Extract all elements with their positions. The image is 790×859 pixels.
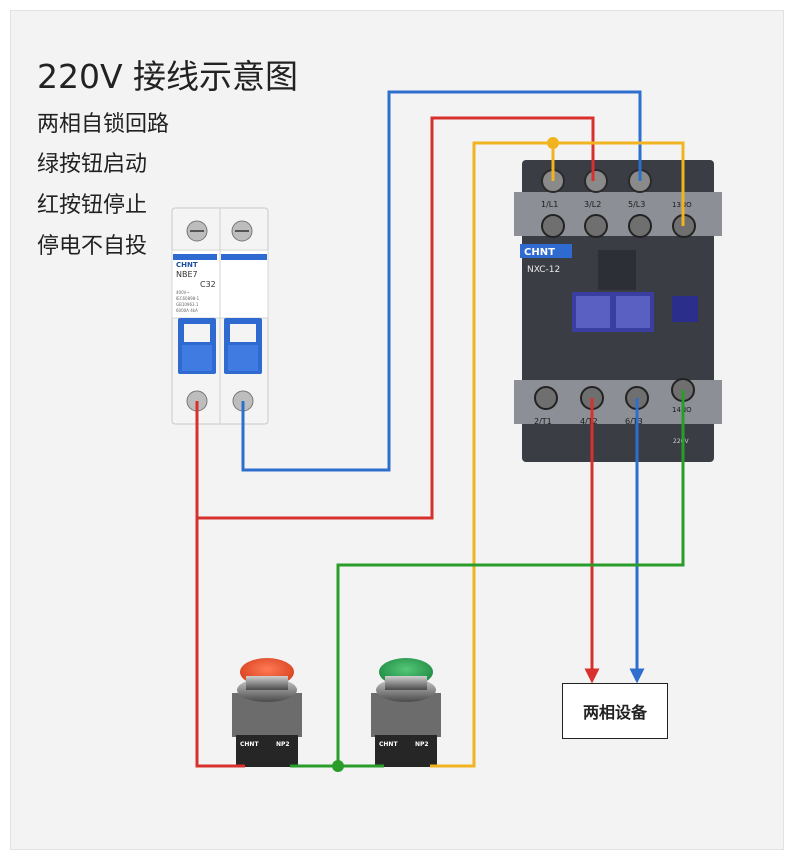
- breaker-spec-3: GB10963.1: [176, 302, 199, 307]
- terminal-label-6-t3: 6/T3: [625, 417, 643, 426]
- junction-dot-green: [332, 760, 344, 772]
- description-line-3: 红按钮停止: [37, 193, 148, 218]
- breaker-model: NBE7: [176, 270, 198, 279]
- description-line-4: 停电不自投: [37, 234, 148, 259]
- wire-green-selfhold: [336, 390, 685, 766]
- breaker-spec-1: 400V~: [176, 290, 190, 295]
- breaker-rating: C32: [200, 280, 216, 289]
- stop-button: CHNT NP2: [232, 658, 302, 767]
- description-line-2: 绿按钮启动: [37, 152, 148, 177]
- terminal-label-4-t2: 4/T2: [580, 417, 598, 426]
- contactor-model: NXC-12: [527, 265, 560, 275]
- wire-yellow-feedback: [430, 141, 685, 768]
- start-button-brand: CHNT: [379, 741, 398, 748]
- load-device-box: 两相设备: [562, 683, 668, 739]
- start-button-model: NP2: [415, 741, 429, 748]
- diagram-title: 220V 接线示意图: [37, 57, 299, 96]
- circuit-breaker: CHNT NBE7 C32 400V~ IEC60898-1 GB10963.1…: [171, 207, 269, 425]
- load-device-label: 两相设备: [582, 703, 647, 722]
- contactor-brand: CHNT: [524, 247, 555, 258]
- terminal-label-3-l2: 3/L2: [584, 200, 601, 209]
- wire-red-stop: [195, 518, 245, 768]
- breaker-brand: CHNT: [176, 261, 198, 269]
- wires: [195, 90, 685, 768]
- junction-dot-yellow: [547, 137, 559, 149]
- start-button: CHNT NP2: [371, 658, 441, 767]
- stop-button-brand: CHNT: [240, 741, 259, 748]
- terminal-label-1-l1: 1/L1: [541, 200, 558, 209]
- description-line-1: 两相自锁回路: [37, 112, 170, 137]
- terminal-label-2-t1: 2/T1: [534, 417, 552, 426]
- breaker-spec-2: IEC60898-1: [176, 296, 200, 301]
- wire-blue-supply: [241, 90, 642, 472]
- wire-red-supply: [195, 116, 595, 520]
- breaker-spec-4: 6000A 4kA: [176, 308, 198, 313]
- stop-button-model: NP2: [276, 741, 290, 748]
- contactor: 1/L1 3/L2 5/L3 13NO CHNT NXC-12 2/T1 4/T…: [514, 160, 722, 462]
- terminal-label-5-l3: 5/L3: [628, 200, 645, 209]
- coil-label: 220V: [673, 438, 689, 445]
